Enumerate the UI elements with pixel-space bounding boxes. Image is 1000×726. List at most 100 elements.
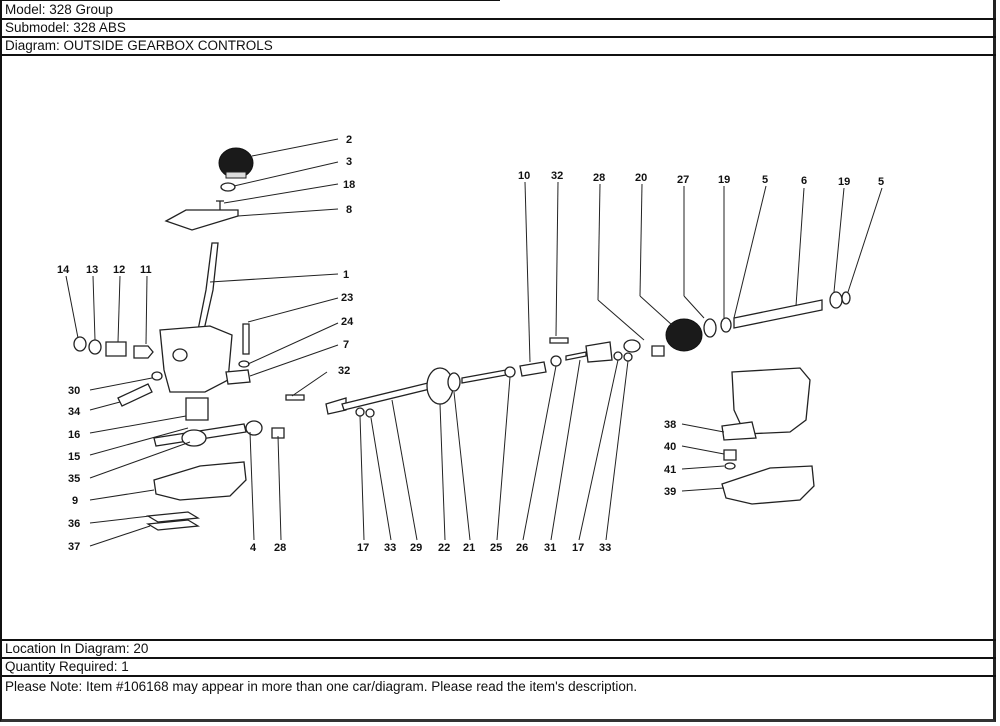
callout-41[interactable]: 41 xyxy=(664,464,676,476)
shim-plate xyxy=(145,511,201,523)
callout-23[interactable]: 23 xyxy=(341,292,353,304)
callout-4[interactable]: 4 xyxy=(250,542,257,554)
exploded-parts-diagram: 2 3 18 8 1 23 24 7 32 14 13 12 11 30 34 … xyxy=(2,56,996,638)
item-note: Please Note: Item #106168 may appear in … xyxy=(5,679,638,694)
bolt xyxy=(285,394,305,401)
model-label: Model: 328 Group xyxy=(5,2,114,17)
shift-gate-plate xyxy=(164,209,239,231)
callout-35[interactable]: 35 xyxy=(68,473,80,485)
callout-32[interactable]: 32 xyxy=(551,170,563,182)
plunger xyxy=(133,345,154,359)
callout-3[interactable]: 3 xyxy=(346,156,352,168)
callout-31[interactable]: 31 xyxy=(544,542,556,554)
callout-11[interactable]: 11 xyxy=(140,264,152,276)
diagram-label: Diagram: OUTSIDE GEARBOX CONTROLS xyxy=(5,38,273,53)
callout-39[interactable]: 39 xyxy=(664,486,676,498)
seal xyxy=(73,336,87,352)
divider xyxy=(0,657,996,659)
shift-housing xyxy=(159,325,233,393)
bolt xyxy=(549,337,569,344)
callout-9[interactable]: 9 xyxy=(72,495,78,507)
washer xyxy=(724,462,736,470)
ring xyxy=(829,291,843,309)
nut xyxy=(623,352,633,362)
callout-14[interactable]: 14 xyxy=(57,264,70,276)
upper-housing xyxy=(731,367,811,435)
circlip xyxy=(720,317,732,333)
washer xyxy=(151,371,163,381)
bolt xyxy=(242,323,250,355)
location-in-diagram: Location In Diagram: 20 xyxy=(5,641,149,656)
callout-40[interactable]: 40 xyxy=(664,441,676,453)
callout-5[interactable]: 5 xyxy=(878,176,884,188)
callout-26[interactable]: 26 xyxy=(516,542,528,554)
bushing xyxy=(271,427,285,439)
callout-33[interactable]: 33 xyxy=(599,542,611,554)
divider xyxy=(0,36,996,38)
callout-17[interactable]: 17 xyxy=(357,542,369,554)
callout-21[interactable]: 21 xyxy=(463,542,475,554)
callout-20[interactable]: 20 xyxy=(635,172,647,184)
diagram-svg: 2 3 18 8 1 23 24 7 32 14 13 12 11 30 34 … xyxy=(57,134,884,554)
callout-19[interactable]: 19 xyxy=(838,176,850,188)
top-border xyxy=(0,0,500,1)
divider xyxy=(0,54,996,56)
quantity-required: Quantity Required: 1 xyxy=(5,659,129,674)
callout-30[interactable]: 30 xyxy=(68,385,80,397)
callout-34[interactable]: 34 xyxy=(68,406,81,418)
callout-10[interactable]: 10 xyxy=(518,170,530,182)
coupling xyxy=(519,361,547,377)
rod-clamp xyxy=(181,429,207,447)
divider xyxy=(0,18,996,20)
linkage-rod xyxy=(341,381,435,411)
callout-22[interactable]: 22 xyxy=(438,542,450,554)
callout-13[interactable]: 13 xyxy=(86,264,98,276)
callout-17[interactable]: 17 xyxy=(572,542,584,554)
housing-flange xyxy=(721,421,757,441)
callout-28[interactable]: 28 xyxy=(593,172,605,184)
screw xyxy=(216,200,224,211)
callout-18[interactable]: 18 xyxy=(343,179,355,191)
callout-33[interactable]: 33 xyxy=(384,542,396,554)
shift-lever xyxy=(197,242,219,331)
rod-end xyxy=(245,420,263,436)
callout-24[interactable]: 24 xyxy=(341,316,354,328)
nut xyxy=(447,372,461,392)
knob-insert xyxy=(225,171,247,179)
callout-1[interactable]: 1 xyxy=(343,269,349,281)
lower-housing xyxy=(721,465,815,505)
callout-32[interactable]: 32 xyxy=(338,365,350,377)
spring-boot xyxy=(185,397,209,421)
divider xyxy=(0,639,996,641)
callout-12[interactable]: 12 xyxy=(113,264,125,276)
callout-37[interactable]: 37 xyxy=(68,541,80,553)
o-ring xyxy=(88,339,102,355)
callout-2[interactable]: 2 xyxy=(346,134,352,146)
reverse-switch xyxy=(117,383,153,407)
clevis xyxy=(585,341,613,363)
callout-8[interactable]: 8 xyxy=(346,204,352,216)
callout-6[interactable]: 6 xyxy=(801,175,807,187)
submodel-label: Submodel: 328 ABS xyxy=(5,20,126,35)
threaded-rod xyxy=(461,369,507,384)
callout-29[interactable]: 29 xyxy=(410,542,422,554)
callout-38[interactable]: 38 xyxy=(664,419,676,431)
nut xyxy=(550,355,562,367)
callout-27[interactable]: 27 xyxy=(677,174,689,186)
callout-5[interactable]: 5 xyxy=(762,174,768,186)
callout-28[interactable]: 28 xyxy=(274,542,286,554)
housing-bore xyxy=(172,348,188,362)
leader-lines xyxy=(65,138,883,547)
housing-flange xyxy=(225,369,251,385)
callout-19[interactable]: 19 xyxy=(718,174,730,186)
callout-16[interactable]: 16 xyxy=(68,429,80,441)
lower-housing xyxy=(153,461,247,501)
shift-shaft xyxy=(733,299,823,329)
callout-36[interactable]: 36 xyxy=(68,518,80,530)
callout-7[interactable]: 7 xyxy=(343,339,349,351)
rod-end xyxy=(623,339,641,353)
callout-15[interactable]: 15 xyxy=(68,451,80,463)
callout-25[interactable]: 25 xyxy=(490,542,502,554)
threaded-rod xyxy=(565,351,587,361)
